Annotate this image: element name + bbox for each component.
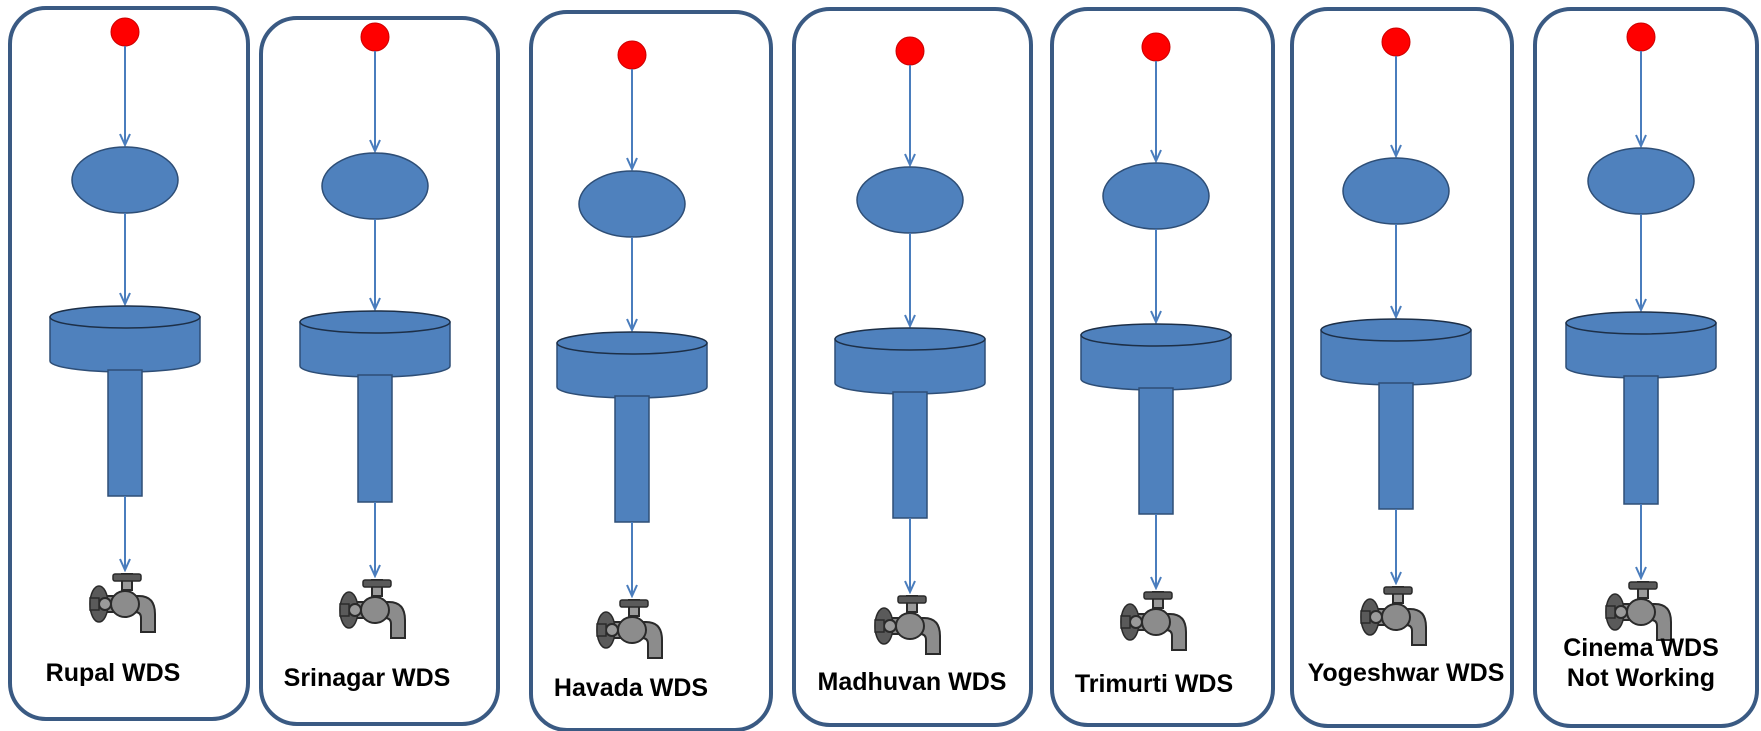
panel-label: Not Working [1567, 664, 1715, 692]
red-dot-icon [895, 36, 925, 66]
panel-label: Havada WDS [554, 674, 708, 702]
water-tower-icon [1320, 318, 1472, 510]
panel-madhuvan: Madhuvan WDS [792, 7, 1033, 727]
panel-yogeshwar: Yogeshwar WDS [1290, 7, 1514, 728]
water-tap-icon [596, 599, 663, 659]
panel-label: Cinema WDS [1563, 634, 1719, 662]
water-tower-icon [556, 331, 708, 523]
water-tap-icon [1120, 591, 1187, 651]
panel-rupal: Rupal WDS [8, 6, 250, 721]
panel-label: Rupal WDS [46, 659, 181, 687]
panel-label: Madhuvan WDS [818, 668, 1007, 696]
water-tower-icon [299, 310, 451, 503]
water-tap-icon [1360, 586, 1427, 646]
ellipse-icon [856, 166, 964, 234]
panel-srinagar: Srinagar WDS [259, 16, 500, 726]
red-dot-icon [110, 17, 140, 47]
water-tower-icon [1080, 323, 1232, 515]
water-tap-icon [339, 579, 406, 639]
ellipse-icon [1342, 157, 1450, 225]
ellipse-icon [321, 152, 429, 220]
ellipse-icon [1102, 162, 1210, 230]
water-tap-icon [89, 573, 156, 633]
panel-label: Yogeshwar WDS [1308, 659, 1505, 687]
water-tap-icon [874, 595, 941, 655]
panel-label: Srinagar WDS [284, 664, 451, 692]
red-dot-icon [360, 22, 390, 52]
panel-havada: Havada WDS [529, 10, 773, 731]
red-dot-icon [1141, 32, 1171, 62]
ellipse-icon [1587, 147, 1695, 215]
water-tap-icon [1605, 581, 1672, 641]
water-tower-icon [49, 305, 201, 497]
panel-trimurti: Trimurti WDS [1050, 7, 1275, 727]
ellipse-icon [71, 146, 179, 214]
red-dot-icon [617, 40, 647, 70]
panel-label: Trimurti WDS [1075, 670, 1233, 698]
water-tower-icon [834, 327, 986, 519]
ellipse-icon [578, 170, 686, 238]
red-dot-icon [1626, 22, 1656, 52]
red-dot-icon [1381, 27, 1411, 57]
